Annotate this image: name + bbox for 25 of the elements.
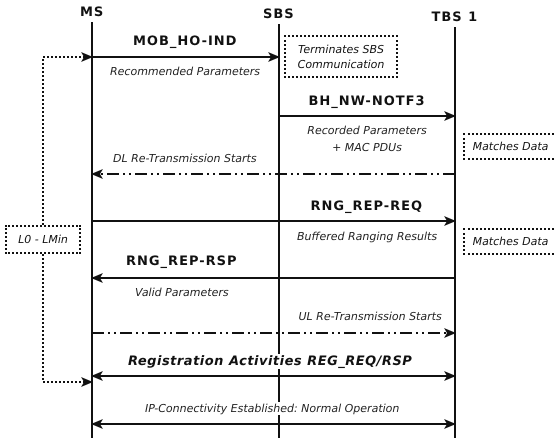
lifeline-header: TBS 1	[432, 10, 478, 25]
message-arrow	[91, 169, 455, 179]
note-box: Matches Data	[463, 133, 555, 160]
lifeline-header: MS	[80, 5, 104, 20]
message-note: Recommended Parameters	[110, 65, 260, 78]
edge-label: UL Re-Transmission Starts	[296, 310, 444, 323]
note-box: Matches Data	[463, 228, 555, 255]
message-note: Buffered Ranging Results	[297, 230, 438, 243]
message-arrow	[279, 111, 456, 121]
edge-label: Registration Activities REG_REQ/RSP	[126, 354, 414, 369]
message-note: Valid Parameters	[135, 286, 229, 299]
edge-label: DL Re-Transmission Starts	[111, 152, 259, 165]
message-arrow	[92, 52, 280, 62]
leader-line	[42, 254, 93, 387]
note-box: L0 - LMin	[5, 225, 81, 254]
note-box: Terminates SBS Communication	[284, 35, 398, 78]
lifeline-header: SBS	[263, 7, 295, 22]
message-arrow	[91, 371, 456, 381]
message-arrow	[92, 328, 456, 338]
message-arrow	[92, 216, 456, 226]
message-arrow	[91, 273, 455, 283]
message-note: Recorded Parameters + MAC PDUs	[306, 123, 428, 156]
leader-line	[42, 52, 93, 225]
message-arrow	[91, 419, 456, 429]
edge-label: IP-Connectivity Established: Normal Operation	[143, 402, 402, 415]
